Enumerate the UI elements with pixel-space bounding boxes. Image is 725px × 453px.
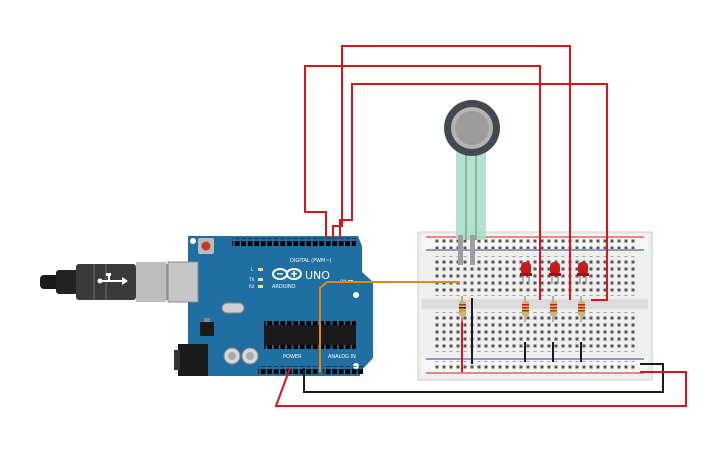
led-1[interactable] <box>520 262 532 284</box>
arduino-logo <box>272 268 302 280</box>
wires <box>274 45 687 407</box>
usb-icon <box>97 273 128 285</box>
force-sensitive-resistor[interactable] <box>444 100 500 265</box>
digital-header[interactable] <box>232 238 356 246</box>
board-brand: ARDUINO <box>272 284 296 290</box>
voltage-regulator <box>200 322 214 336</box>
terminal-strip-top[interactable] <box>433 256 636 296</box>
wire-power-2[interactable] <box>332 45 571 300</box>
svg-text:L: L <box>251 267 254 272</box>
resistor-led-3[interactable] <box>578 296 585 322</box>
atmega-chip <box>264 325 356 345</box>
digital-label: DIGITAL (PWM~) <box>290 258 332 264</box>
resistor-fsr[interactable] <box>459 296 466 322</box>
arduino-uno[interactable]: DIGITAL (PWM~) POWER ANALOG IN UNO ARDUI… <box>167 236 373 376</box>
breadboard[interactable] <box>417 231 653 381</box>
analog-label: ANALOG IN <box>328 354 356 360</box>
led-3[interactable] <box>577 262 589 284</box>
power-jack <box>178 344 208 376</box>
wire-ground-main[interactable] <box>303 363 664 393</box>
led-2[interactable] <box>549 262 561 284</box>
fsr-tail <box>456 140 486 240</box>
power-label: POWER <box>283 354 302 360</box>
crystal <box>221 302 245 314</box>
terminal-strip-bottom[interactable] <box>433 312 636 352</box>
wire-signal[interactable] <box>319 281 460 372</box>
analog-header[interactable] <box>323 366 363 374</box>
svg-text:RX: RX <box>249 284 255 289</box>
wire-5v[interactable] <box>274 367 687 407</box>
resistor-led-2[interactable] <box>550 296 557 322</box>
power-header[interactable] <box>258 366 318 374</box>
svg-text:TX: TX <box>248 277 254 282</box>
wire-power-1[interactable] <box>304 65 541 300</box>
resistor-led-1[interactable] <box>522 296 529 322</box>
wire-power-3[interactable] <box>339 83 608 301</box>
usb-port <box>167 261 199 303</box>
center-channel <box>422 299 648 309</box>
board-model: UNO <box>305 269 330 282</box>
